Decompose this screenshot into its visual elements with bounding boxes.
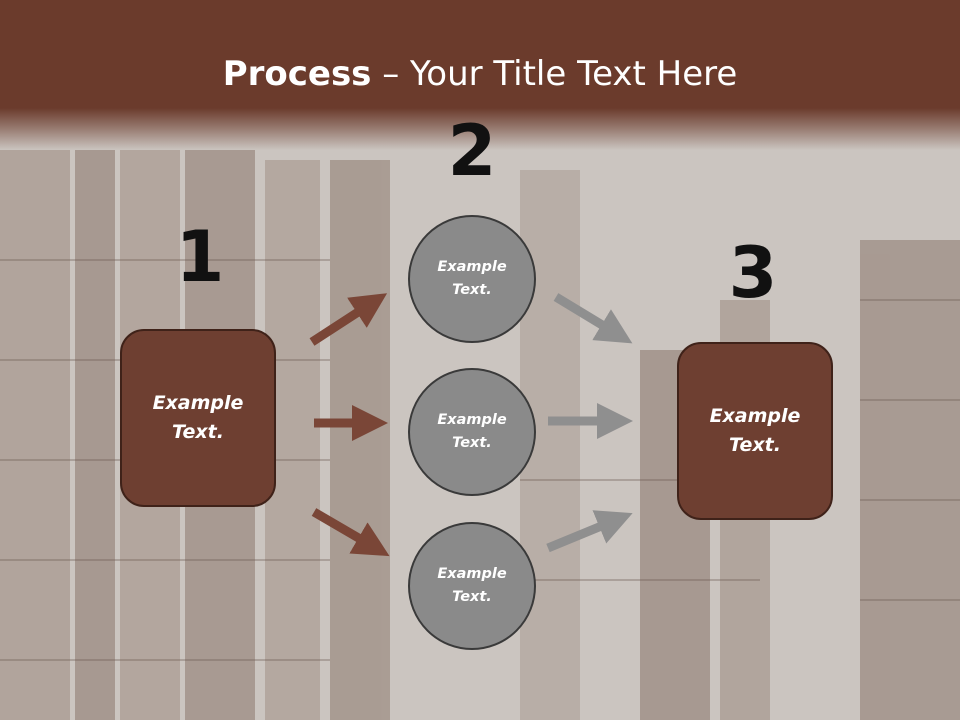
- arrow-gray-up: [546, 510, 633, 553]
- title-band: [0, 0, 960, 150]
- arrow-up-right: [309, 293, 388, 346]
- title-rest: – Your Title Text Here: [371, 54, 738, 94]
- circle-top: Example Text.: [408, 215, 536, 343]
- circle-middle-label: Example Text.: [437, 412, 507, 451]
- title-bold: Process: [222, 54, 372, 94]
- step-1-box: Example Text.: [120, 329, 276, 507]
- circle-bottom-label: Example Text.: [437, 566, 507, 605]
- step-3-label: Example Text.: [709, 405, 801, 456]
- arrow-gray-down: [553, 293, 633, 344]
- circle-bottom: Example Text.: [408, 522, 536, 650]
- step-number-1: 1: [175, 216, 225, 298]
- step-1-label: Example Text.: [152, 392, 244, 443]
- step-number-3: 3: [728, 232, 778, 314]
- step-number-2: 2: [447, 110, 497, 192]
- slide-title: Process – Your Title Text Here: [0, 52, 960, 96]
- arrow-down-right: [311, 508, 390, 557]
- circle-middle: Example Text.: [408, 368, 536, 496]
- step-3-box: Example Text.: [677, 342, 833, 520]
- circle-top-label: Example Text.: [437, 259, 507, 298]
